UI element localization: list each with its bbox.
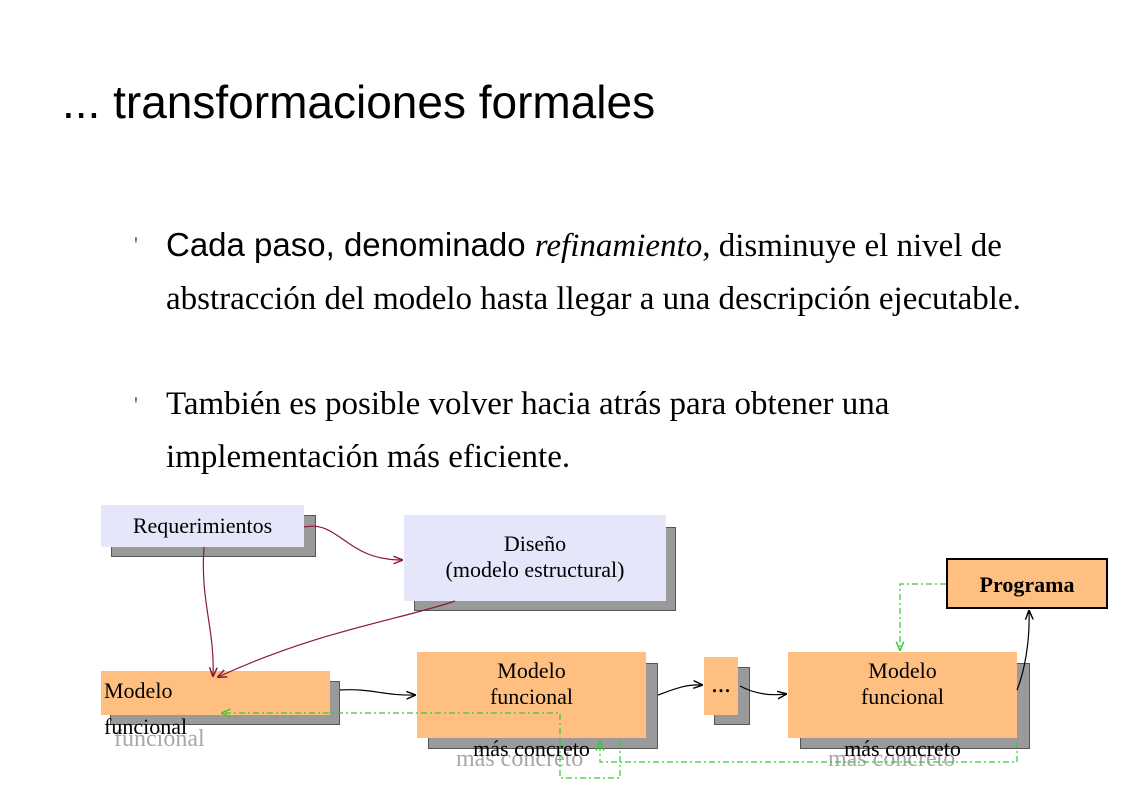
diseno-box: Diseño (modelo estructural) (404, 515, 666, 601)
modelo-concreto-1-line1: Modelo (497, 658, 566, 683)
bullet-2-text: También es posible volver hacia atrás pa… (166, 386, 890, 475)
bullet-1-rest: , disminuye el nivel de abstracción del … (166, 228, 1021, 317)
arrow-ellipsis-to-concreto2 (739, 685, 786, 695)
diseno-line2: (modelo estructural) (445, 557, 625, 582)
arrow-concreto1-to-ellipsis (657, 685, 702, 696)
modelo-concreto-1-box: Modelo funcional más concreto (417, 652, 646, 761)
arrow-concreto1-to-modelo (222, 713, 621, 779)
arrow-concreto2-to-concreto1 (600, 742, 1018, 763)
modelo-concreto-1-line2: funcional (489, 684, 574, 709)
programa-box: Programa (946, 558, 1108, 609)
diseno-line1: Diseño (503, 531, 567, 556)
ellipsis-label: ... (711, 669, 731, 698)
arrow-diseno-to-modelo (218, 600, 456, 677)
modelo-concreto-1-ghost-text: más concreto (456, 746, 584, 772)
modelo-concreto-2-ghost-text: más concreto (828, 746, 956, 772)
arrow-programa-to-concreto2 (900, 583, 946, 650)
bullet-1-text: Cada paso, denominado refinamiento, dism… (166, 218, 1076, 326)
ellipsis-box: ... (704, 657, 738, 715)
requerimientos-label: Requerimientos (132, 513, 273, 538)
arrow-modelo-to-concreto1 (339, 689, 415, 695)
bullet-marker: ' (134, 392, 138, 417)
modelo-concreto-1-line3: más concreto (473, 736, 590, 761)
arrow-req-to-modelo (202, 546, 213, 676)
modelo-funcional-line1: Modelo (104, 678, 173, 703)
modelo-funcional-line2: funcional (104, 714, 188, 739)
programa-label: Programa (979, 572, 1075, 597)
bullet-marker: ' (134, 232, 138, 257)
requerimientos-box: Requerimientos (101, 505, 304, 547)
bullet-1-term: refinamiento (534, 228, 703, 264)
modelo-funcional-ghost-text: funcional (114, 726, 205, 752)
slide-title: ... transformaciones formales (62, 76, 656, 128)
modelo-concreto-2-box: Modelo funcional más concreto (788, 652, 1017, 761)
arrow-concreto2-to-programa (1016, 611, 1029, 691)
modelo-concreto-2-line1: Modelo (868, 658, 937, 683)
modelo-funcional-box: Modelo funcional (101, 671, 330, 739)
modelo-concreto-2-line3: más concreto (844, 736, 961, 761)
bullet-1-lead: Cada paso, denominado (166, 226, 535, 263)
arrow-req-to-diseno (303, 525, 402, 560)
modelo-concreto-2-line2: funcional (860, 684, 945, 709)
